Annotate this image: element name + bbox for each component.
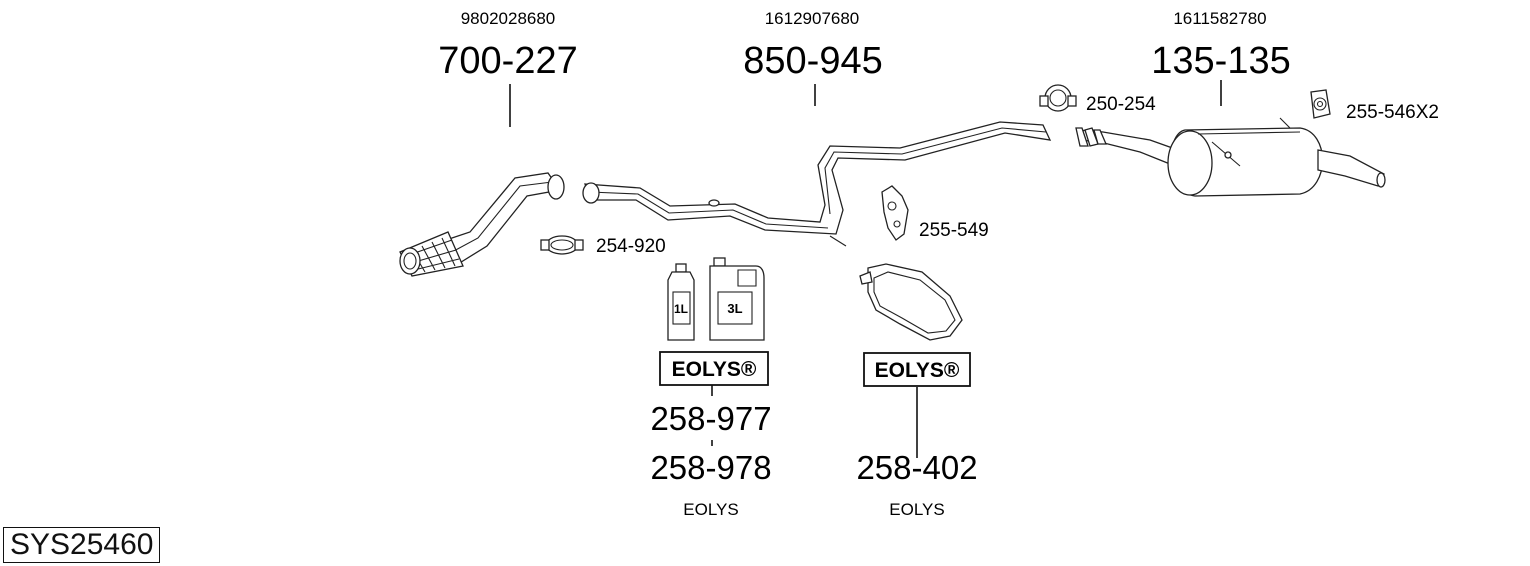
oe-number-rear-silencer: 1611582780 xyxy=(1173,9,1266,28)
label-mount-255-546x2[interactable]: 255-546X2 xyxy=(1346,102,1439,123)
part-number-fluid-1[interactable]: 258-977 xyxy=(650,400,771,437)
bottle-small-label: 1L xyxy=(674,302,688,316)
eolys-logo-left xyxy=(659,351,769,386)
system-code: SYS25460 xyxy=(3,527,161,563)
part-number-fluid-2[interactable]: 258-978 xyxy=(650,449,771,486)
brand-bag: EOLYS xyxy=(889,500,944,519)
part-number-middle-pipe[interactable]: 850-945 xyxy=(743,40,882,82)
part-number-rear-silencer[interactable]: 135-135 xyxy=(1151,40,1290,82)
clamp-250-254-icon[interactable] xyxy=(1039,84,1077,112)
eolys-logo-right-text: EOLYS® xyxy=(875,359,960,382)
downpipe-700-227[interactable] xyxy=(399,172,565,277)
mount-255-549-icon[interactable] xyxy=(881,185,909,241)
brand-fluid: EOLYS xyxy=(683,500,738,519)
rear-silencer-135-135[interactable] xyxy=(1075,117,1386,197)
oe-number-middle-pipe: 1612907680 xyxy=(765,9,860,28)
label-mount-255-549[interactable]: 255-549 xyxy=(919,220,989,241)
fluid-bag-icon xyxy=(859,263,963,341)
eolys-logo-left-text: EOLYS® xyxy=(672,358,757,381)
fluid-bottle-small-icon xyxy=(667,263,695,341)
part-number-downpipe[interactable]: 700-227 xyxy=(438,40,577,82)
fluid-bottle-large-icon xyxy=(709,257,765,341)
middle-pipe-850-945[interactable] xyxy=(582,121,1052,247)
clamp-254-920-icon[interactable] xyxy=(540,235,584,255)
oe-number-downpipe: 9802028680 xyxy=(461,9,556,28)
label-clamp-250-254[interactable]: 250-254 xyxy=(1086,94,1156,115)
eolys-logo-right xyxy=(863,352,971,387)
part-number-bag[interactable]: 258-402 xyxy=(856,449,977,486)
label-clamp-254-920[interactable]: 254-920 xyxy=(596,236,666,257)
mount-255-546x2-icon[interactable] xyxy=(1310,89,1331,119)
bottle-large-label: 3L xyxy=(727,301,742,316)
